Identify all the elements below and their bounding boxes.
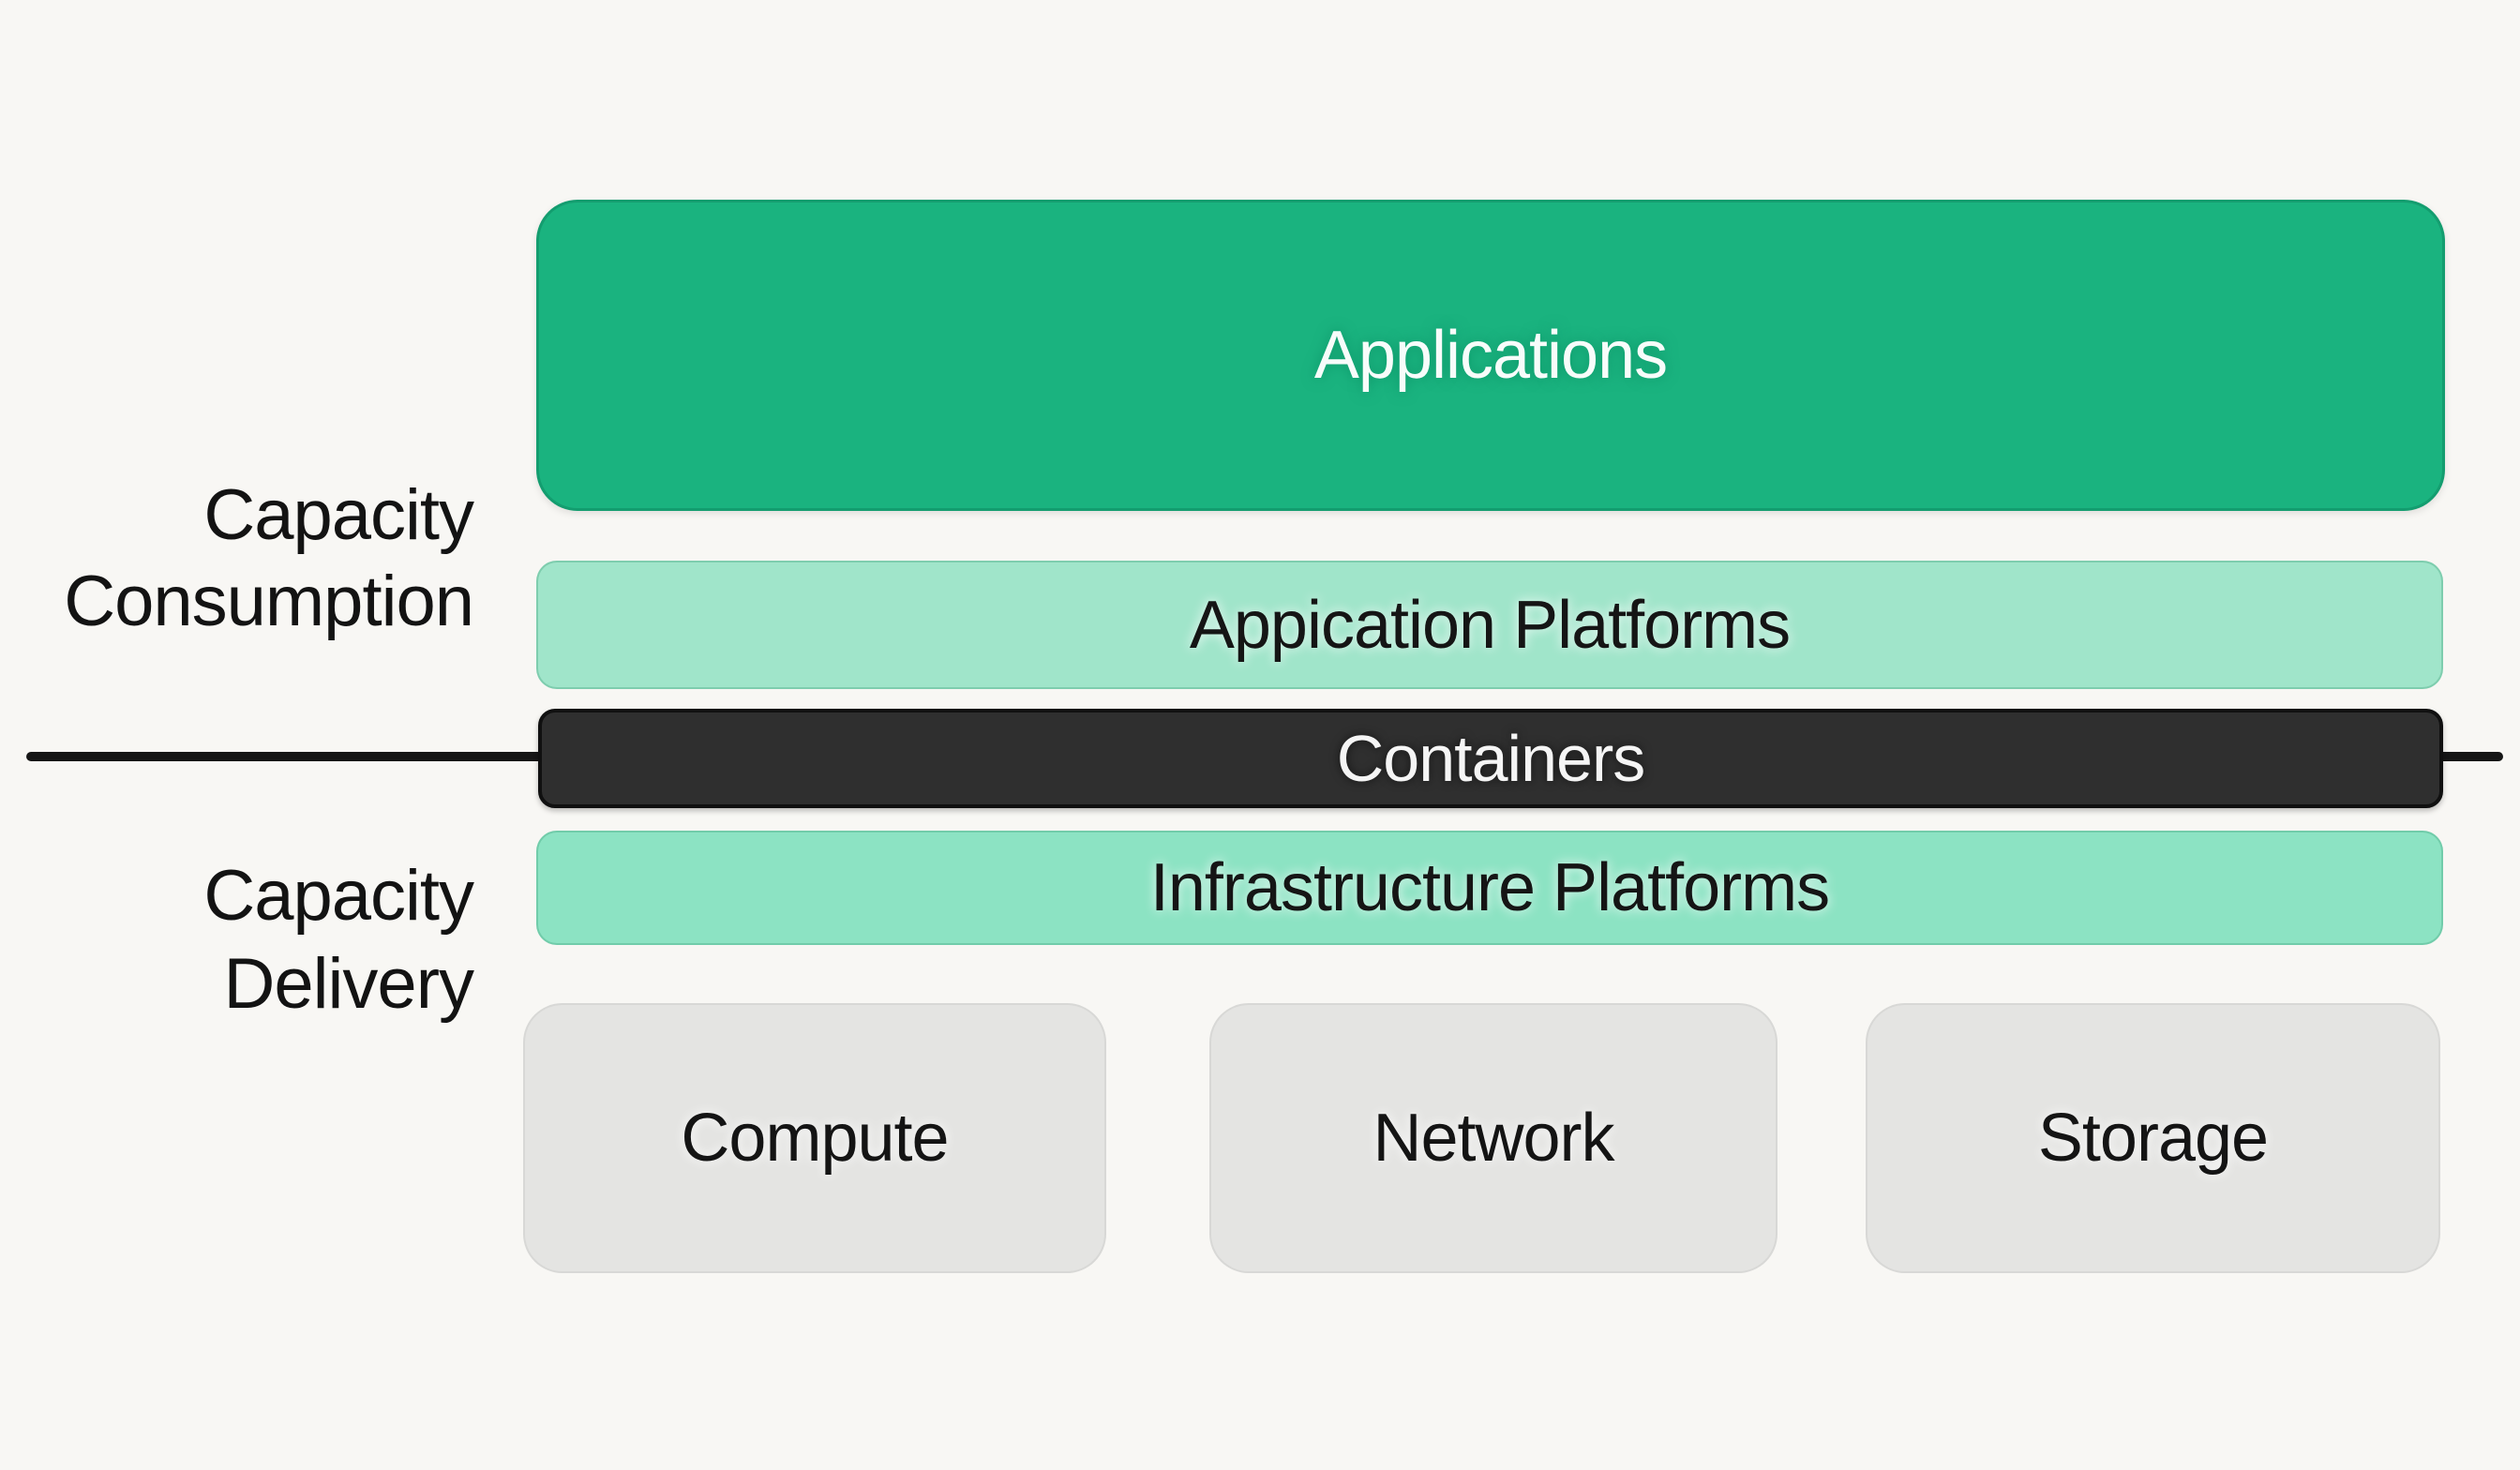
layer-infrastructure-platforms-box: Infrastructure Platforms xyxy=(536,831,2443,945)
divider-line-left xyxy=(26,752,551,761)
layer-application-platforms-box: Appication Platforms xyxy=(536,561,2443,689)
resource-network-box: Network xyxy=(1209,1003,1778,1273)
divider-line-right xyxy=(2436,752,2503,761)
resource-compute-box: Compute xyxy=(523,1003,1106,1273)
capacity-consumption-line2: Consumption xyxy=(64,562,474,641)
capacity-consumption-line1: Capacity xyxy=(203,475,474,555)
capacity-delivery-line2: Delivery xyxy=(223,944,474,1024)
capacity-delivery-label: Capacity Delivery xyxy=(203,852,474,1028)
layer-containers-box: Containers xyxy=(538,709,2443,808)
layer-applications-box: Applications xyxy=(536,200,2445,511)
capacity-consumption-label: Capacity Consumption xyxy=(64,472,474,645)
resource-storage-box: Storage xyxy=(1866,1003,2440,1273)
capacity-delivery-line1: Capacity xyxy=(203,856,474,936)
